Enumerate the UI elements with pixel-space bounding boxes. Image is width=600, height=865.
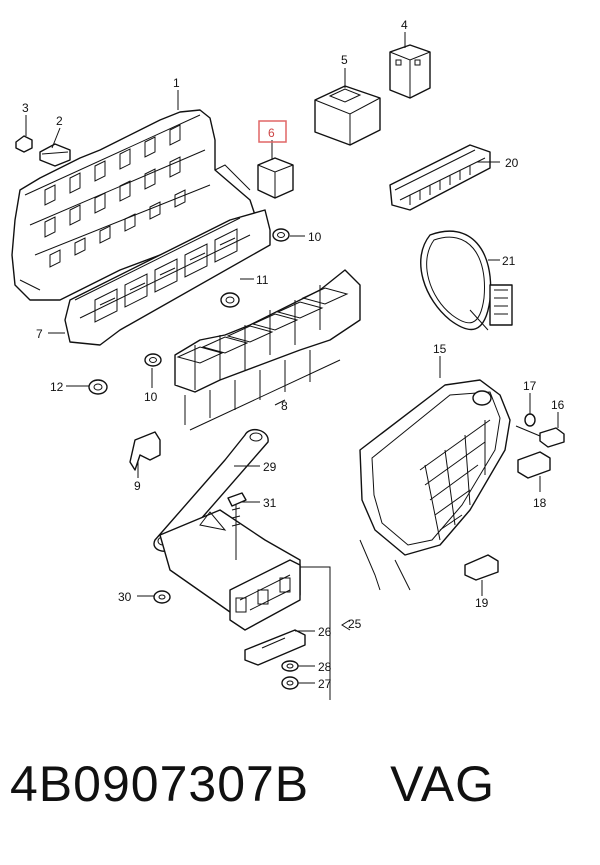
callout-8: 8 [281,399,288,413]
part-number: 4B0907307B [10,756,310,812]
callout-1: 1 [173,76,180,90]
callout-7: 7 [36,327,43,341]
part-number-caption: 4B0907307B VAG [10,755,590,845]
bracket-9 [129,431,161,471]
control-module-25 [159,509,301,631]
callout-26: 26 [318,625,332,639]
callout-21: 21 [502,254,516,268]
callout-16: 16 [551,398,565,412]
callout-17: 17 [523,379,537,393]
leader-lines [25,32,559,700]
callout-27: 27 [318,677,332,691]
wire-harness-21 [420,230,513,331]
small-relay-4 [389,44,431,99]
callout-6: 6 [268,126,275,140]
callout-28: 28 [318,660,332,674]
callout-labels: 1 2 3 4 5 6 20 21 10 11 7 12 10 8 9 29 3… [22,18,565,691]
small-fasteners-right [464,413,565,581]
callout-12: 12 [50,380,64,394]
callout-19: 19 [475,596,489,610]
callout-10b: 10 [144,390,158,404]
clip-parts [15,135,71,167]
bolt-31 [227,492,247,560]
connector-strip-20 [389,144,491,211]
relay-carrier-housing [11,109,256,301]
callout-15: 15 [433,342,447,356]
callout-2: 2 [56,114,63,128]
callout-29: 29 [263,460,277,474]
callout-10a: 10 [308,230,322,244]
callout-9: 9 [134,479,141,493]
nuts [88,228,290,395]
callout-30: 30 [118,590,132,604]
relay-cube-6 [257,157,294,199]
callout-31: 31 [263,496,277,510]
relay-socket-5 [314,85,381,146]
callout-25: 25 [348,617,362,631]
fuse-box-cover-15 [359,379,511,591]
brand-name: VAG [390,756,495,812]
callout-18: 18 [533,496,547,510]
highlight-box [258,120,287,143]
callout-20: 20 [505,156,519,170]
callout-5: 5 [341,53,348,67]
callout-3: 3 [22,101,29,115]
callout-4: 4 [401,18,408,32]
relay-row [174,269,361,431]
relay-base-plate [64,209,271,346]
callout-11: 11 [256,273,269,287]
